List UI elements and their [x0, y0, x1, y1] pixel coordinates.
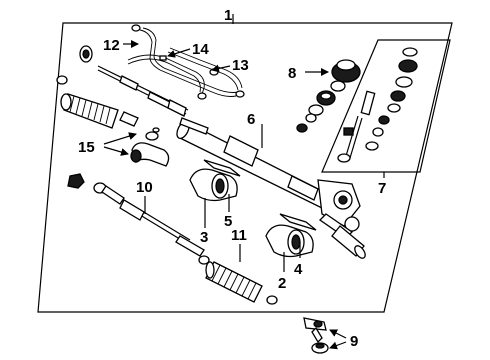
callout-5: 5 — [224, 213, 232, 230]
valve-parts-box — [321, 39, 451, 173]
callout-11: 11 — [231, 227, 247, 244]
callout-2: 2 — [278, 275, 286, 292]
valve-components — [337, 47, 418, 163]
callout-12: 12 — [103, 37, 120, 54]
callout-8: 8 — [288, 65, 296, 82]
callout-1: 1 — [224, 7, 232, 24]
callout-10: 10 — [136, 179, 153, 196]
callout-9: 9 — [350, 333, 358, 350]
tie-rod-end — [303, 317, 329, 354]
mount-clamp — [130, 127, 170, 167]
rack-housing — [176, 121, 366, 259]
housing-bushing-left — [189, 159, 241, 202]
callout-4: 4 — [294, 261, 303, 278]
assembly-outline — [37, 22, 453, 313]
callout-15: 15 — [78, 139, 95, 156]
pinion-seal-stack — [296, 59, 361, 133]
rack-boot-left — [60, 93, 119, 129]
rack-boot-lower — [198, 255, 278, 305]
outer-tie-rod — [93, 182, 205, 257]
lock-nut — [67, 173, 85, 189]
callout-14: 14 — [192, 41, 209, 58]
inner-tie-rod — [56, 45, 189, 117]
callout-3: 3 — [200, 229, 208, 246]
pressure-lines — [127, 24, 245, 100]
callout-7: 7 — [378, 180, 386, 197]
housing-bushing-right — [265, 213, 317, 258]
callout-13: 13 — [232, 57, 249, 74]
callout-6: 6 — [247, 111, 255, 128]
